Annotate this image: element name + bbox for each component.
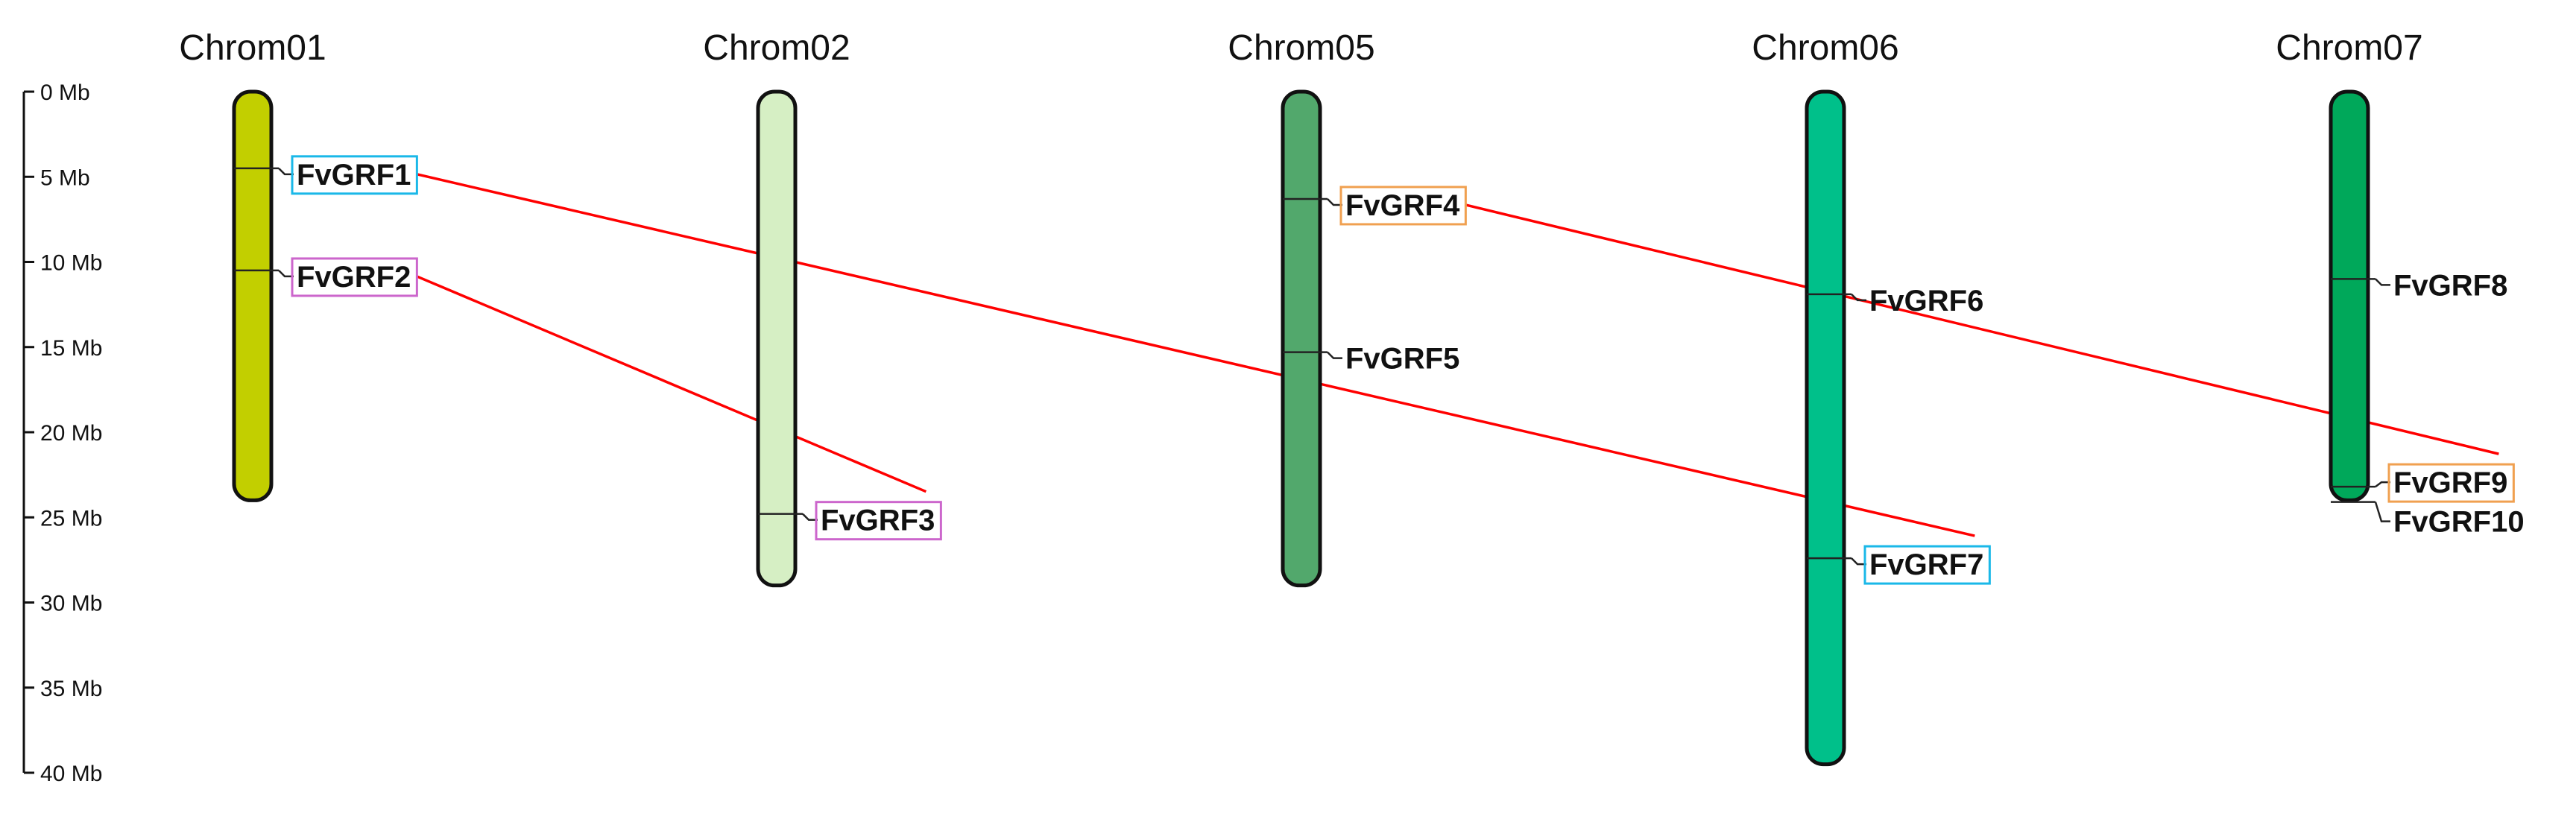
chromosome-body [1281, 89, 1322, 588]
axis-tick-label: 15 Mb [40, 336, 102, 361]
gene-fvgrf9: FvGRF9 [2331, 463, 2515, 503]
chromosome-body [1805, 89, 1846, 767]
gene-fvgrf5: FvGRF5 [1283, 343, 1459, 376]
chromosome-chrom01: Chrom01 [179, 28, 326, 502]
gene-label: FvGRF10 [2393, 506, 2525, 539]
gene-connector [1851, 557, 1866, 566]
axis-tick-label: 25 Mb [40, 506, 102, 531]
chromosome-title: Chrom06 [1752, 28, 1898, 68]
gene-fvgrf3: FvGRF3 [758, 501, 942, 541]
gene-highlight-box [2387, 463, 2515, 503]
chromosomes: Chrom01 Chrom02 Chrom05 Chrom06 Chrom07 [179, 28, 2423, 767]
axis-tick-label: 0 Mb [40, 80, 90, 105]
axis-tick-label: 30 Mb [40, 592, 102, 616]
synteny-link [1465, 203, 2499, 455]
gene-label: FvGRF6 [1869, 285, 1983, 317]
chromosome-title: Chrom02 [703, 28, 850, 68]
gene-connector [1327, 351, 1342, 359]
chromosome-chrom06: Chrom06 [1752, 28, 1899, 767]
synteny-link [416, 275, 927, 493]
gene-connector [1851, 294, 1866, 302]
gene-highlight-box [291, 155, 418, 195]
chromosome-body [232, 89, 274, 502]
chromosome-chrom07: Chrom07 [2276, 28, 2423, 502]
axis-tick-label: 5 Mb [40, 165, 90, 190]
gene-fvgrf2: FvGRF2 [234, 257, 418, 297]
gene-label: FvGRF8 [2393, 269, 2507, 302]
gene-label: FvGRF9 [2393, 466, 2507, 499]
chromosome-body [2329, 89, 2370, 502]
axis-tick-label: 10 Mb [40, 251, 102, 276]
gene-fvgrf10: FvGRF10 [2331, 501, 2525, 539]
gene-connector [1327, 198, 1342, 206]
gene-connector [2375, 278, 2390, 286]
gene-label: FvGRF3 [821, 504, 935, 537]
chromosome-body [756, 89, 798, 588]
axis-tick-label: 20 Mb [40, 421, 102, 446]
chromosome-chrom02: Chrom02 [703, 28, 850, 588]
gene-markers: FvGRF1FvGRF2FvGRF3FvGRF4FvGRF5FvGRF6FvGR… [234, 155, 2525, 585]
axis-tick-label: 35 Mb [40, 677, 102, 701]
gene-label: FvGRF5 [1345, 343, 1459, 376]
synteny-links [416, 173, 2499, 537]
gene-fvgrf4: FvGRF4 [1283, 186, 1467, 226]
gene-fvgrf6: FvGRF6 [1807, 285, 1983, 317]
gene-highlight-box [1863, 545, 1991, 585]
scale-axis: 0 Mb 5 Mb 10 Mb 15 Mb 20 Mb 25 Mb 30 Mb 35 Mb 40… [22, 80, 102, 786]
gene-highlight-box [815, 501, 942, 541]
gene-connector [278, 270, 294, 278]
synteny-link [416, 173, 1975, 537]
gene-label: FvGRF4 [1345, 189, 1460, 222]
chromosome-chrom05: Chrom05 [1228, 28, 1375, 588]
chromosome-title: Chrom01 [179, 28, 326, 68]
gene-fvgrf1: FvGRF1 [234, 155, 418, 195]
gene-label: FvGRF2 [297, 261, 411, 294]
axis-tick-label: 40 Mb [40, 762, 102, 786]
gene-connector [2374, 502, 2390, 522]
gene-connector [802, 513, 818, 521]
gene-fvgrf7: FvGRF7 [1807, 545, 1991, 585]
chromosome-title: Chrom05 [1228, 28, 1374, 68]
gene-label: FvGRF7 [1869, 548, 1983, 581]
gene-connector [278, 167, 294, 176]
gene-highlight-box [291, 257, 418, 297]
chromosome-title: Chrom07 [2276, 28, 2422, 68]
gene-fvgrf8: FvGRF8 [2331, 269, 2507, 302]
gene-connector [2375, 481, 2390, 488]
gene-label: FvGRF1 [297, 159, 411, 192]
gene-highlight-box [1339, 186, 1467, 226]
